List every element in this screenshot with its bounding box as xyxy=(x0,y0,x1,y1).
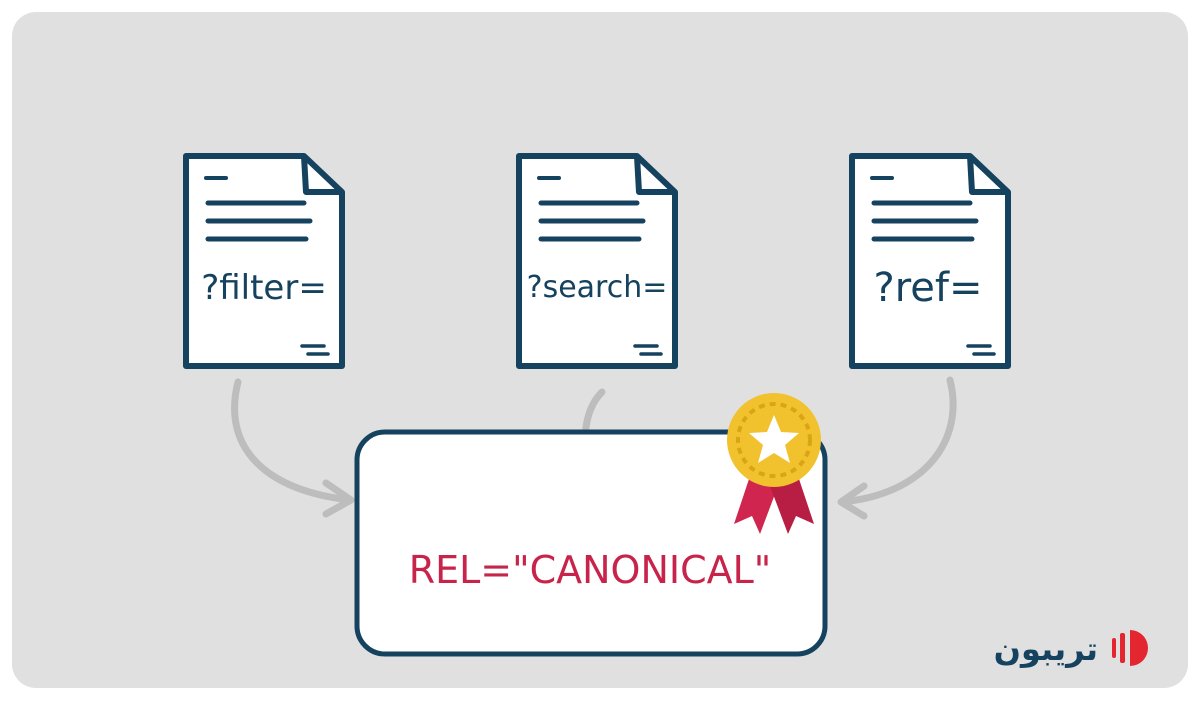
arrow-icon xyxy=(837,376,957,520)
arrow-icon xyxy=(231,378,355,518)
document-icon: ?ref= xyxy=(849,153,1011,369)
document-param: ?ref= xyxy=(873,265,982,311)
brand-logo: تریبون xyxy=(994,630,1148,668)
brand-name: تریبون xyxy=(994,630,1098,668)
canonical-box: REL="CANONICAL" xyxy=(354,429,828,657)
document-icon: ?filter= xyxy=(183,153,345,369)
award-medal-icon xyxy=(727,393,821,534)
canonical-label: REL="CANONICAL" xyxy=(409,548,772,592)
brand-logo-icon xyxy=(1112,630,1148,666)
document-icon: ?search= xyxy=(516,153,678,369)
document-param: ?search= xyxy=(527,270,668,305)
star-icon xyxy=(749,415,799,463)
document-param: ?filter= xyxy=(201,268,327,308)
